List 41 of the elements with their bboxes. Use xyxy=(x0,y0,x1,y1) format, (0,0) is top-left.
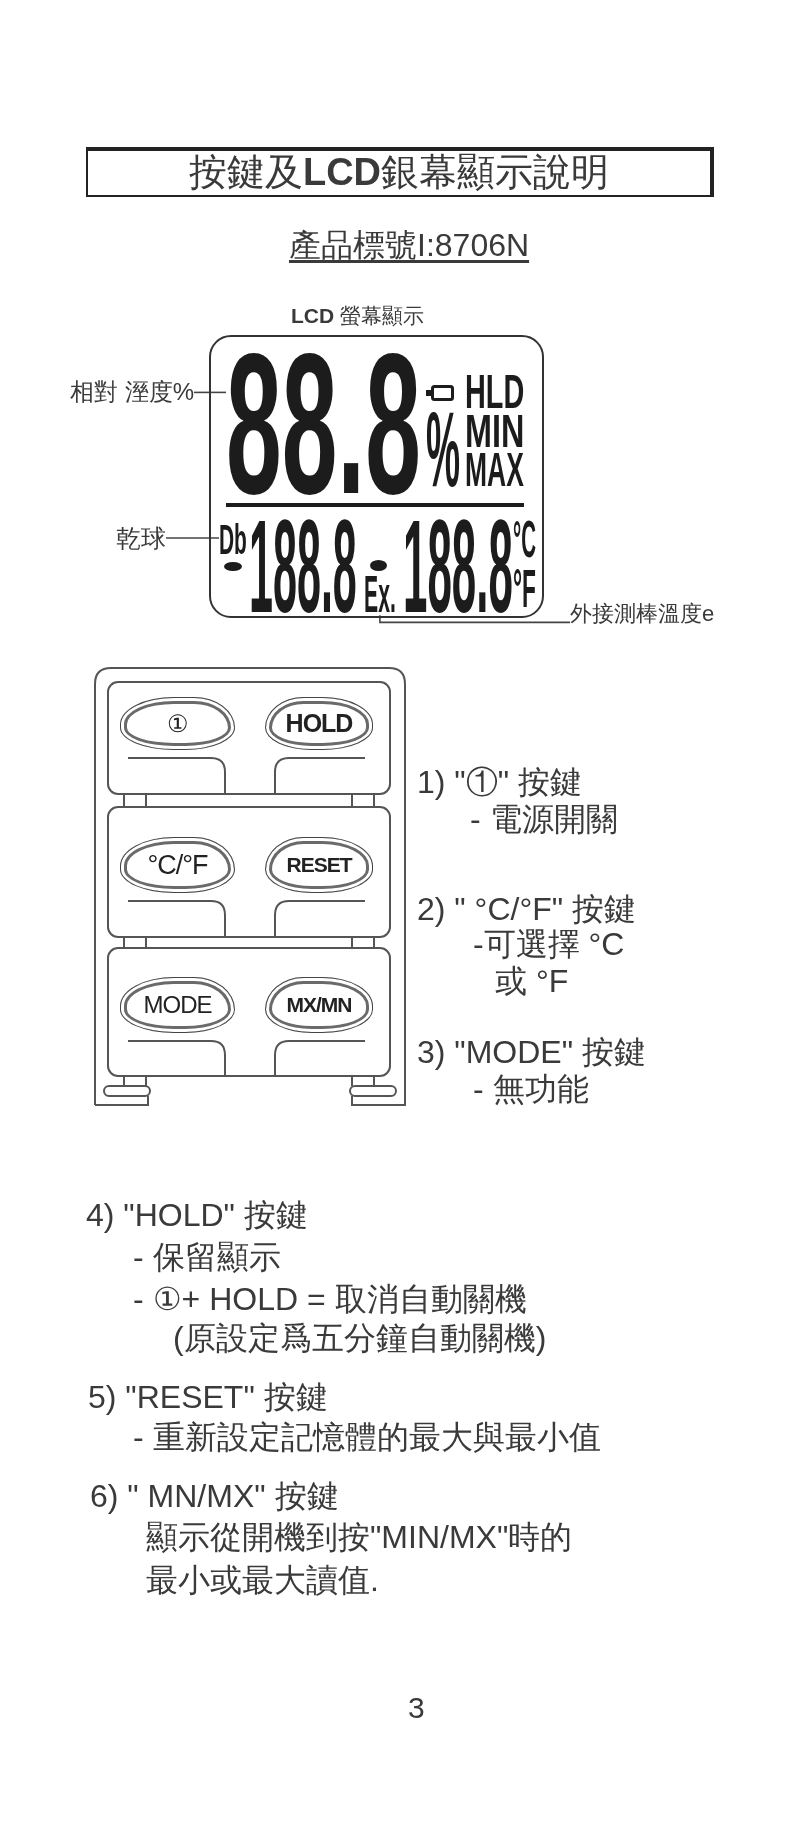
key-button: HOLD xyxy=(265,697,373,750)
percent-sign: % xyxy=(426,408,461,491)
leader-line xyxy=(379,614,571,624)
key-description: - 無功能 xyxy=(473,1070,589,1109)
leader-line xyxy=(193,391,227,394)
lcd-indicator: MIN xyxy=(465,412,525,451)
key-description: (原設定爲五分鐘自動關機) xyxy=(173,1319,547,1358)
callout-label: 相對 溼度% xyxy=(70,378,194,407)
key-description: - ①+ HOLD = 取消自動關機 xyxy=(133,1280,527,1319)
key-heading: 5) "RESET" 按鍵 xyxy=(88,1378,328,1417)
lcd-indicator: MAX xyxy=(465,449,524,490)
key-button: MX/MN xyxy=(265,977,373,1033)
callout-label: 乾球 xyxy=(116,523,166,553)
lcd-digits: 88.8 xyxy=(226,348,421,500)
unit-symbol: °C xyxy=(513,518,536,561)
key-button: MODE xyxy=(120,977,235,1033)
lcd-indicator: HLD xyxy=(465,371,525,412)
key-heading: 6) " MN/MX" 按鍵 xyxy=(90,1477,339,1516)
key-button: ① xyxy=(120,697,235,750)
model-number: 產品標號I:8706N xyxy=(289,226,530,265)
key-heading: 4) "HOLD" 按鍵 xyxy=(86,1196,308,1235)
leader-line xyxy=(165,537,220,539)
key-heading: 1) "①" 按鍵 xyxy=(417,763,582,802)
key-description: - 電源開關 xyxy=(470,800,618,839)
key-heading: 2) " °C/°F" 按鍵 xyxy=(417,890,636,929)
lcd-digits: 188.8 xyxy=(249,516,357,617)
key-description: - 保留顯示 xyxy=(133,1238,281,1277)
lcd-digits: 188.8 xyxy=(403,516,513,617)
key-description: -可選擇 °C 或 °F xyxy=(473,926,626,1000)
key-heading: 3) "MODE" 按鍵 xyxy=(417,1033,646,1072)
key-description: 顯示從開機到按"MIN/MX"時的最小或最大讀值. xyxy=(146,1518,574,1600)
callout-label: 外接測棒溫度e xyxy=(570,601,715,628)
lcd-indicator: Ex. xyxy=(364,573,396,616)
page-title: 按鍵及LCD銀幕顯示說明 xyxy=(86,147,714,197)
unit-symbol: °F xyxy=(513,567,536,612)
key-description: - 重新設定記憶體的最大與最小值 xyxy=(133,1418,601,1457)
screen-title: LCD 螢幕顯示 xyxy=(291,303,424,329)
key-button: °C/°F xyxy=(120,837,235,893)
key-button: RESET xyxy=(265,837,373,893)
lcd-indicator: Db xyxy=(219,523,247,558)
page-number: 3 xyxy=(408,1690,425,1726)
